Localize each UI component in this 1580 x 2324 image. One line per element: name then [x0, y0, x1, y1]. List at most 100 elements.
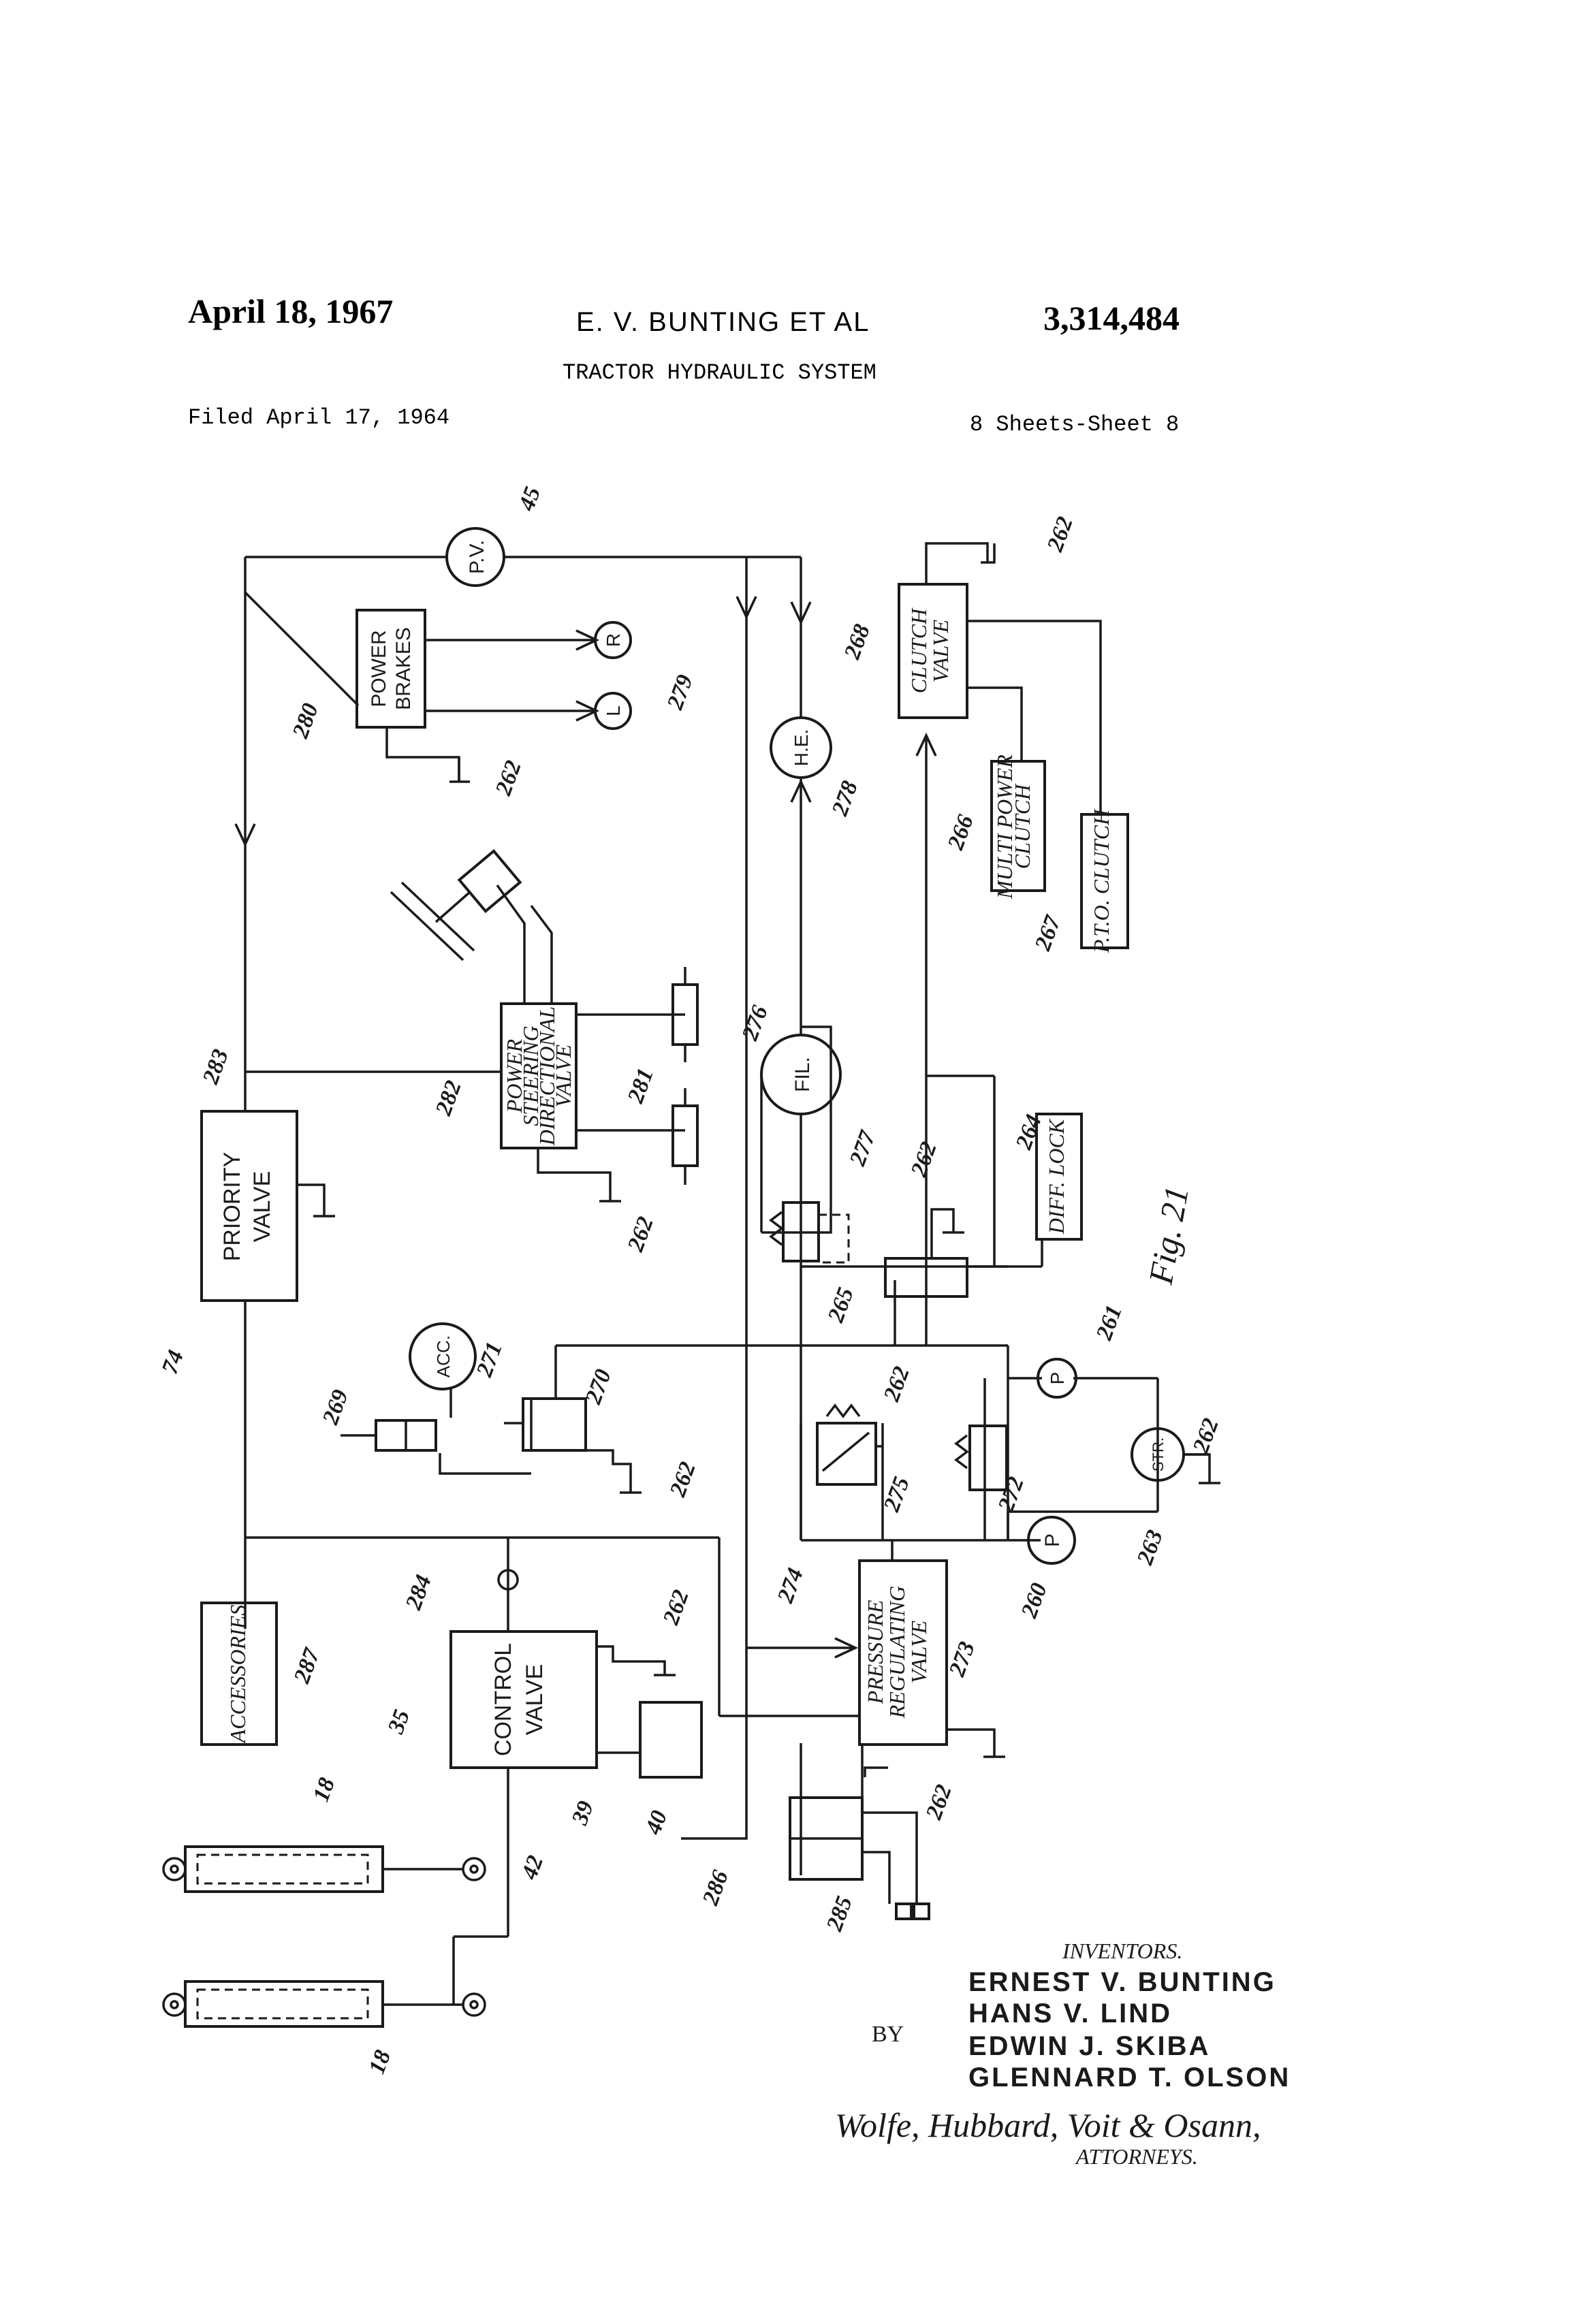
svg-text:39: 39	[567, 1798, 599, 1829]
svg-text:280: 280	[287, 700, 323, 742]
inventor-block: INVENTORS. ERNEST V. BUNTING HANS V. LIN…	[835, 1939, 1291, 2169]
multi-power-label-1: MULTI POWER	[992, 754, 1017, 900]
svg-text:283: 283	[198, 1046, 234, 1088]
svg-text:267: 267	[1030, 911, 1066, 954]
svg-text:282: 282	[430, 1077, 467, 1119]
circle-pv: P.V.	[445, 527, 505, 587]
relief-valve-275-box	[816, 1422, 877, 1486]
svg-text:286: 286	[697, 1867, 733, 1909]
patent-title: TRACTOR HYDRAULIC SYSTEM	[563, 360, 876, 385]
power-steering-label-1: POWER	[502, 1038, 526, 1113]
svg-text:ACC.: ACC.	[433, 1335, 454, 1378]
svg-text:287: 287	[289, 1644, 325, 1687]
inventor-line: E. V. BUNTING ET AL	[576, 307, 870, 337]
inventor-name-3: EDWIN J. SKIBA	[968, 2031, 1210, 2061]
svg-text:P: P	[1047, 1372, 1068, 1385]
pressure-valve-label-2: REGULATING	[885, 1586, 909, 1719]
svg-text:45: 45	[514, 483, 546, 515]
circle-l: L	[594, 692, 632, 730]
diff-lock-label: DIFF. LOCK	[1044, 1118, 1069, 1235]
svg-text:R: R	[603, 633, 624, 647]
lift-cylinder-lower	[162, 1980, 486, 2028]
clutch-valve-label-1: CLUTCH	[906, 607, 931, 693]
svg-text:279: 279	[662, 671, 698, 714]
svg-text:275: 275	[879, 1474, 915, 1516]
component-40-box	[639, 1701, 703, 1779]
inventor-name-2: HANS V. LIND	[968, 1999, 1172, 2028]
svg-text:260: 260	[1016, 1580, 1052, 1622]
lift-cylinder-upper	[162, 1845, 486, 1893]
svg-text:262: 262	[921, 1781, 957, 1824]
svg-text:266: 266	[943, 812, 979, 854]
svg-text:262: 262	[490, 757, 526, 799]
diff-lock-box: DIFF. LOCK	[1035, 1113, 1083, 1241]
circle-he: H.E.	[770, 716, 832, 779]
pto-clutch-box: P.T.O. CLUTCH	[1080, 808, 1129, 953]
power-steering-label-3: DIRECTIONAL	[535, 1006, 559, 1146]
control-valve-label-2: VALVE	[522, 1664, 548, 1736]
svg-text:281: 281	[622, 1065, 659, 1107]
svg-text:42: 42	[516, 1852, 548, 1883]
relief-valve-272-box	[968, 1424, 1008, 1491]
svg-text:18: 18	[364, 2047, 396, 2078]
hydraulic-lines	[234, 542, 1211, 2005]
filed-date: Filed April 17, 1964	[188, 405, 449, 430]
power-brakes-label-2: BRAKES	[392, 627, 415, 710]
svg-text:284: 284	[400, 1572, 437, 1614]
svg-text:278: 278	[827, 778, 863, 820]
patent-number: 3,314,484	[1043, 299, 1180, 337]
control-valve-box: CONTROL VALVE	[449, 1630, 598, 1769]
priority-valve-label-2: VALVE	[249, 1171, 275, 1243]
figure-label: Fig. 21	[1141, 1183, 1196, 1288]
control-valve-label-1: CONTROL	[490, 1643, 516, 1756]
svg-text:STR.: STR.	[1150, 1437, 1167, 1471]
svg-text:274: 274	[772, 1565, 808, 1607]
svg-text:269: 269	[317, 1386, 353, 1429]
patent-date: April 18, 1967	[188, 292, 393, 330]
power-brakes-box: POWER BRAKES	[356, 609, 426, 729]
svg-text:265: 265	[823, 1284, 859, 1326]
svg-text:268: 268	[839, 621, 875, 663]
svg-text:74: 74	[157, 1347, 189, 1378]
pressure-valve-label-3: VALVE	[906, 1620, 931, 1683]
svg-text:273: 273	[944, 1638, 980, 1681]
svg-text:262: 262	[879, 1363, 915, 1405]
power-steering-valve-box: POWER STEERING DIRECTIONAL VALVE	[500, 1002, 578, 1149]
pressure-regulating-valve-box: PRESSURE REGULATING VALVE	[858, 1559, 948, 1746]
circle-fil: FIL.	[760, 1034, 842, 1115]
valve-270-box	[522, 1397, 587, 1452]
svg-text:271: 271	[471, 1339, 507, 1381]
svg-text:H.E.: H.E.	[791, 729, 812, 766]
svg-text:262: 262	[622, 1213, 659, 1256]
priority-valve-box: PRIORITY VALVE	[200, 1110, 298, 1302]
circle-p-upper: P	[1037, 1358, 1077, 1399]
power-steering-label-4: VALVE	[551, 1044, 575, 1107]
pressure-valve-label-1: PRESSURE	[863, 1599, 887, 1704]
pto-clutch-label: P.T.O. CLUTCH	[1089, 808, 1113, 953]
svg-text:L: L	[603, 705, 624, 716]
valve-265-box	[884, 1257, 968, 1298]
svg-text:18: 18	[309, 1774, 340, 1805]
accessories-label: ACCESSORIES	[225, 1605, 250, 1745]
spring-272	[954, 1434, 969, 1469]
priority-valve-label-1: PRIORITY	[219, 1152, 245, 1262]
spring-277	[769, 1211, 784, 1246]
svg-text:264: 264	[1011, 1111, 1047, 1153]
svg-text:P.V.: P.V.	[466, 540, 488, 574]
attorney-signature: Wolfe, Hubbard, Voit & Osann,	[835, 2106, 1261, 2144]
svg-text:285: 285	[821, 1893, 857, 1935]
sheet-count: 8 Sheets-Sheet 8	[970, 412, 1179, 437]
circle-p-lower: P	[1027, 1516, 1076, 1565]
cylinder-269	[341, 1419, 437, 1452]
svg-text:262: 262	[658, 1587, 694, 1629]
inventor-name-4: GLENNARD T. OLSON	[968, 2063, 1291, 2092]
svg-text:276: 276	[737, 1002, 773, 1045]
svg-text:272: 272	[993, 1474, 1029, 1516]
svg-text:35: 35	[383, 1706, 415, 1738]
power-brakes-label-1: POWER	[368, 630, 390, 707]
svg-text:262: 262	[665, 1459, 701, 1501]
svg-text:262: 262	[1188, 1415, 1224, 1457]
circle-acc: ACC.	[409, 1322, 477, 1390]
